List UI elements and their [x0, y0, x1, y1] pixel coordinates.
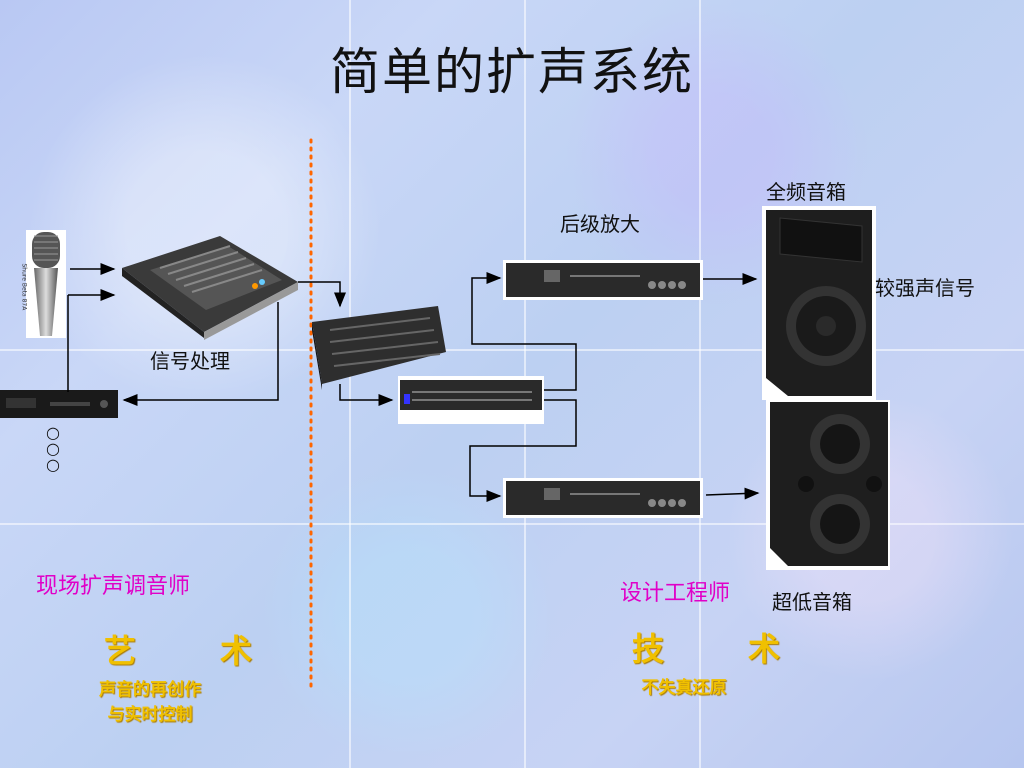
subwoofer-speaker-icon [766, 400, 890, 570]
page-title: 简单的扩声系统 [330, 43, 694, 101]
full-range-speaker-icon [762, 206, 876, 400]
bg-grid-h1 [0, 349, 1024, 351]
power-amplifier-bottom-icon [503, 478, 703, 518]
label-signal-processing: 信号处理 [150, 349, 230, 373]
left-role-desc-line2: 与实时控制 [107, 705, 193, 725]
label-full-range-speaker: 全频音箱 [766, 180, 846, 204]
crossover-unit-icon [398, 376, 544, 424]
label-subwoofer: 超低音箱 [772, 590, 852, 614]
right-role-desc: 不失真还原 [641, 678, 727, 698]
rack-processor-icon [312, 306, 446, 390]
bg-grid-v3 [699, 0, 701, 768]
right-role-title: 设计工程师 [620, 581, 731, 606]
microphone-label: Shure Beta 87A [20, 263, 28, 311]
bg-grid-h2 [0, 523, 1024, 525]
connection-lines [67, 263, 760, 502]
more-sources-indicator: ○○○ [46, 423, 60, 474]
left-role-tag: 艺 术 [104, 632, 279, 670]
right-role-tag: 技 术 [632, 630, 807, 668]
label-strong-signal: 较强声信号 [875, 276, 975, 300]
mixer-console-icon [122, 236, 298, 340]
power-amplifier-top-icon [503, 260, 703, 300]
microphone-icon [26, 230, 66, 338]
bg-grid-v1 [349, 0, 351, 768]
left-role-desc-line1: 声音的再创作 [99, 680, 201, 700]
cd-player-icon [0, 390, 118, 418]
label-amplifier: 后级放大 [560, 212, 640, 236]
left-role-title: 现场扩声调音师 [36, 574, 191, 599]
